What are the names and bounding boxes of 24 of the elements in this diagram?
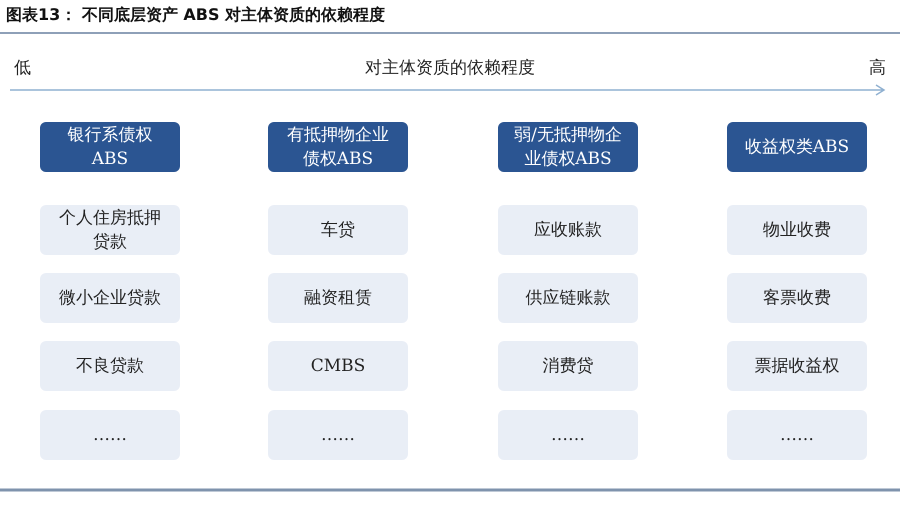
item-box: …… [727,410,867,460]
category-box: 银行系债权ABS [40,122,180,172]
item-box: 消费贷 [498,341,638,391]
title: 图表13： 不同底层资产 ABS 对主体资质的依赖程度 [6,4,386,26]
item-box: …… [40,410,180,460]
item-box: 票据收益权 [727,341,867,391]
item-box: …… [498,410,638,460]
item-box: 微小企业贷款 [40,273,180,323]
item-box: 不良贷款 [40,341,180,391]
category-box: 收益权类ABS [727,122,867,172]
item-box: 客票收费 [727,273,867,323]
axis-label: 低 [14,57,31,80]
category-box: 有抵押物企业债权ABS [268,122,408,172]
item-box: 应收账款 [498,205,638,255]
item-box: 车贷 [268,205,408,255]
item-box: 融资租赁 [268,273,408,323]
axis-label: 高 [869,57,886,80]
item-box: CMBS [268,341,408,391]
item-box: …… [268,410,408,460]
item-box: 个人住房抵押贷款 [40,205,180,255]
item-box: 物业收费 [727,205,867,255]
item-box: 供应链账款 [498,273,638,323]
category-box: 弱/无抵押物企业债权ABS [498,122,638,172]
axis-label: 对主体资质的依赖程度 [365,57,535,80]
